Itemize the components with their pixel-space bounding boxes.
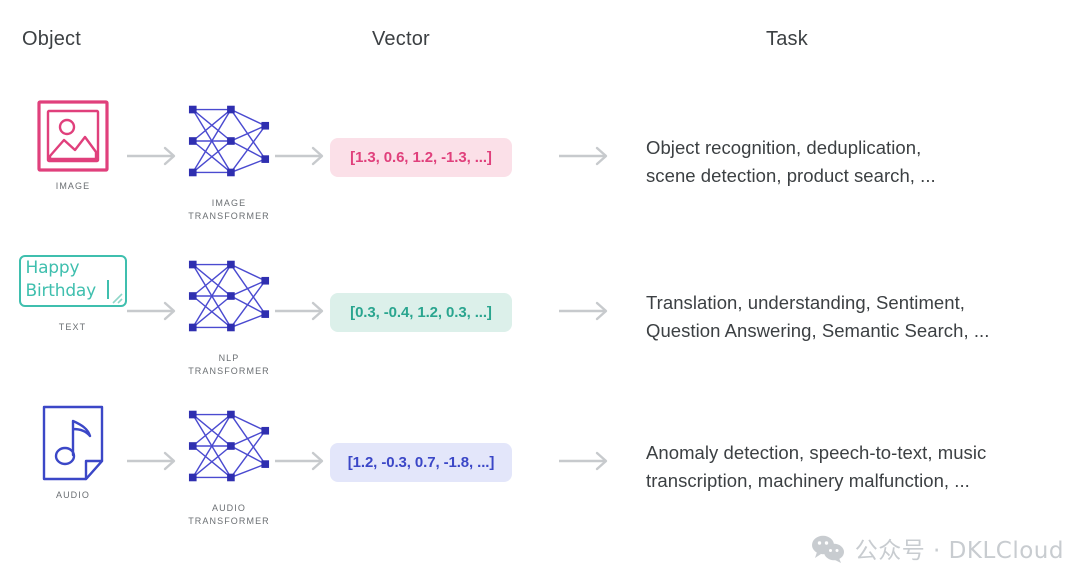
neural-network-icon xyxy=(181,255,277,342)
task-text-image: Object recognition, deduplication, scene… xyxy=(646,134,1076,190)
vector-chip-audio: [1.2, -0.3, 0.7, -1.8, ...] xyxy=(330,443,512,482)
object-cell-image: IMAGE xyxy=(18,100,128,250)
arrow-network-to-vector-text xyxy=(274,300,330,322)
network-label-audio: AUDIO TRANSFORMER xyxy=(188,502,270,527)
arrow-object-to-network-text xyxy=(126,300,182,322)
network-label-image: IMAGE TRANSFORMER xyxy=(188,197,270,222)
network-cell-image: IMAGE TRANSFORMER xyxy=(168,100,290,250)
object-cell-audio: AUDIO xyxy=(18,405,128,555)
resize-grip-icon xyxy=(110,291,123,304)
task-line-2: Question Answering, Semantic Search, ... xyxy=(646,320,990,341)
arrow-vector-to-task-image xyxy=(558,145,614,167)
network-label-line1: AUDIO xyxy=(211,503,246,513)
arrow-vector-to-task-audio xyxy=(558,450,614,472)
audio-file-icon xyxy=(42,405,104,481)
arrow-network-to-vector-image xyxy=(274,145,330,167)
column-header-task: Task xyxy=(766,28,808,50)
arrow-object-to-network-audio xyxy=(126,450,182,472)
watermark: 公众号 · DKLCloud xyxy=(811,531,1064,565)
arrow-network-to-vector-audio xyxy=(274,450,330,472)
task-text-text: Translation, understanding, Sentiment, Q… xyxy=(646,289,1076,345)
text-cursor xyxy=(106,280,109,299)
vector-chip-image: [1.3, 0.6, 1.2, -1.3, ...] xyxy=(330,138,512,177)
pipeline-row-text: Happy Birthday TEXT xyxy=(0,255,1080,415)
arrow-object-to-network-image xyxy=(126,145,182,167)
task-line-2: scene detection, product search, ... xyxy=(646,165,936,186)
neural-network-icon xyxy=(181,100,277,187)
network-cell-audio: AUDIO TRANSFORMER xyxy=(168,405,290,555)
network-cell-text: NLP TRANSFORMER xyxy=(168,255,290,405)
task-line-1: Object recognition, deduplication, xyxy=(646,137,922,158)
network-label-line2: TRANSFORMER xyxy=(188,515,270,526)
neural-network-icon xyxy=(181,405,277,492)
image-placeholder-icon xyxy=(37,100,109,172)
network-label-line2: TRANSFORMER xyxy=(188,365,270,376)
object-label-image: IMAGE xyxy=(55,181,91,191)
task-line-1: Translation, understanding, Sentiment, xyxy=(646,292,965,313)
task-line-1: Anomaly detection, speech-to-text, music xyxy=(646,442,987,463)
text-box-border xyxy=(18,255,127,307)
object-cell-text: Happy Birthday TEXT xyxy=(10,255,135,405)
network-label-line1: IMAGE xyxy=(211,198,247,208)
column-header-object: Object xyxy=(22,28,82,50)
text-box-words: Happy Birthday xyxy=(26,257,127,303)
watermark-text: 公众号 · DKLCloud xyxy=(854,538,1064,564)
task-text-audio: Anomaly detection, speech-to-text, music… xyxy=(646,439,1080,495)
wechat-icon xyxy=(811,533,845,563)
arrow-vector-to-task-text xyxy=(558,300,614,322)
text-word-line2: Birthday xyxy=(25,281,97,301)
text-box-icon: Happy Birthday xyxy=(18,255,127,307)
pipeline-row-audio: AUDIO xyxy=(0,405,1080,565)
network-label-line1: NLP xyxy=(218,353,240,363)
network-label-line2: TRANSFORMER xyxy=(188,210,270,221)
pipeline-row-image: IMAGE xyxy=(0,100,1080,260)
object-label-audio: AUDIO xyxy=(55,490,90,500)
text-word-line1: Happy xyxy=(25,258,80,278)
object-label-text: TEXT xyxy=(58,322,87,332)
network-label-text: NLP TRANSFORMER xyxy=(188,352,270,377)
column-header-vector: Vector xyxy=(372,28,430,50)
vector-chip-text: [0.3, -0.4, 1.2, 0.3, ...] xyxy=(330,293,512,332)
task-line-2: transcription, machinery malfunction, ..… xyxy=(646,470,970,491)
